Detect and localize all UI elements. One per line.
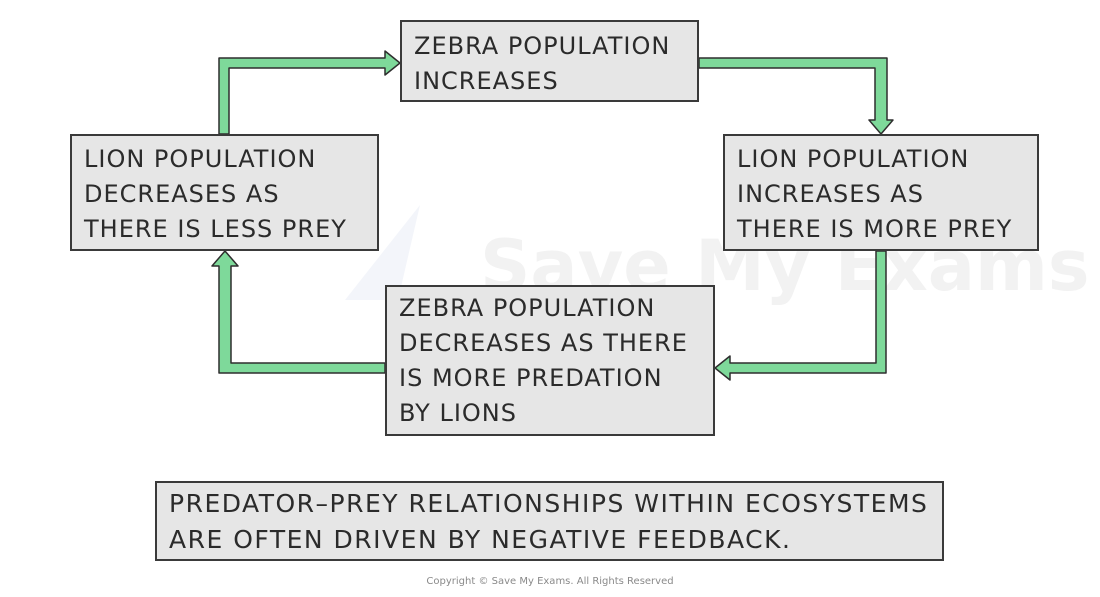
arrow-to-zebra-increases <box>218 50 401 135</box>
lion-population-decreases-box: LION POPULATION DECREASES AS THERE IS LE… <box>70 134 379 251</box>
zebra-population-increases-box: ZEBRA POPULATION INCREASES <box>400 20 699 102</box>
arrow-to-lion-decreases <box>211 250 386 374</box>
zebra-population-decreases-box: ZEBRA POPULATION DECREASES AS THERE IS M… <box>385 285 715 436</box>
copyright-text: Copyright © Save My Exams. All Rights Re… <box>426 576 674 587</box>
negative-feedback-note: PREDATOR–PREY RELATIONSHIPS WITHIN ECOSY… <box>155 481 944 561</box>
arrow-to-lion-increases <box>698 57 894 135</box>
arrow-to-zebra-decreases <box>714 250 887 381</box>
lion-population-increases-box: LION POPULATION INCREASES AS THERE IS MO… <box>723 134 1039 251</box>
